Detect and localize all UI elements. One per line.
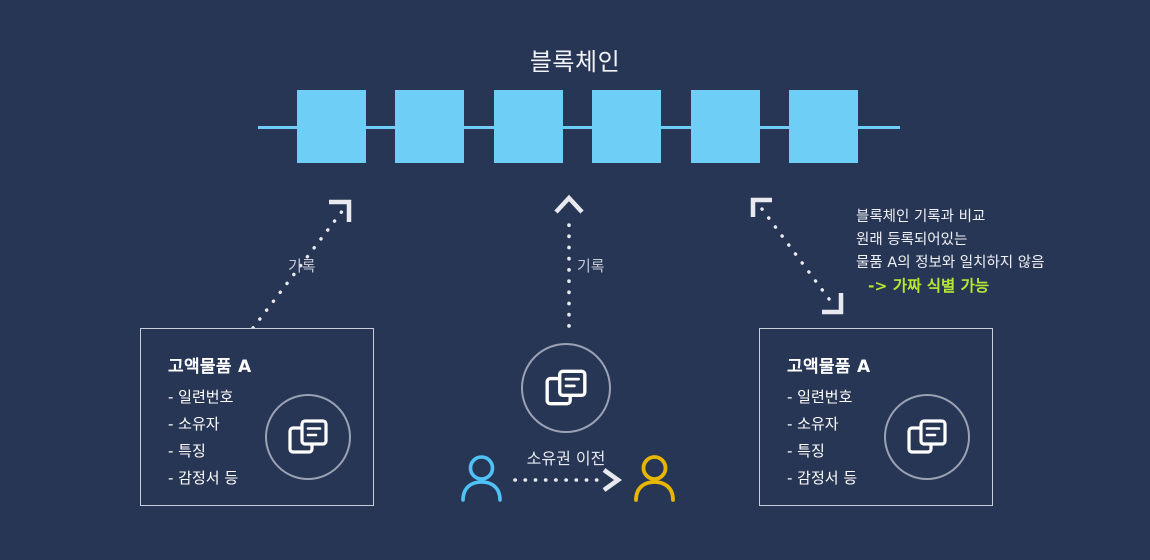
- list-item: - 특징: [168, 442, 206, 460]
- blockchain-title: 블록체인: [529, 48, 621, 76]
- note-line-1: 블록체인 기록과 비교: [856, 209, 986, 225]
- left-card-icon-wrap: [265, 394, 351, 480]
- left-record-label: 기록: [288, 257, 316, 275]
- ownership-transfer-label: 소유권 이전: [526, 449, 606, 468]
- block-2: [395, 90, 464, 163]
- left-item-card: 고액물품 A - 일련번호 - 소유자 - 특징 - 감정서 등: [140, 328, 374, 506]
- list-item: - 일련번호: [787, 388, 853, 406]
- block-5: [691, 90, 760, 163]
- right-card-title: 고액물품 A: [787, 357, 871, 377]
- block-6: [789, 90, 858, 163]
- list-item: - 소유자: [168, 415, 220, 433]
- document-copy-icon: [265, 394, 351, 480]
- block-4: [592, 90, 661, 163]
- person-icon: [634, 455, 675, 502]
- right-item-card: 고액물품 A - 일련번호 - 소유자 - 특징 - 감정서 등: [759, 328, 993, 506]
- middle-record-label: 기록: [577, 257, 605, 275]
- left-card-list: - 일련번호 - 소유자 - 특징 - 감정서 등: [168, 384, 238, 492]
- right-card-icon-wrap: [884, 394, 970, 480]
- block-1: [297, 90, 366, 163]
- note-line-2: 원래 등록되어있는: [856, 232, 968, 248]
- document-copy-glyph: [907, 419, 947, 454]
- transfer-dotted-arrow: [513, 468, 622, 492]
- document-copy-icon: [521, 343, 611, 433]
- document-copy-icon: [884, 394, 970, 480]
- right-card-list: - 일련번호 - 소유자 - 특징 - 감정서 등: [787, 384, 857, 492]
- left-card-title: 고액물품 A: [168, 357, 252, 377]
- left-record-arrow: [251, 199, 352, 330]
- person-icon: [461, 455, 502, 502]
- list-item: - 특징: [787, 442, 825, 460]
- list-item: - 소유자: [787, 415, 839, 433]
- list-item: - 감정서 등: [787, 469, 858, 487]
- list-item: - 감정서 등: [168, 469, 239, 487]
- comparison-arrow: [750, 197, 844, 315]
- middle-icon-wrap: [521, 343, 611, 433]
- blockchain-strip: [258, 90, 900, 166]
- document-copy-glyph: [545, 369, 587, 406]
- note-line-3: 물품 A의 정보와 일치하지 않음: [856, 255, 1045, 271]
- list-item: - 일련번호: [168, 388, 234, 406]
- note-conclusion: -> 가짜 식별 가능: [868, 277, 990, 295]
- chain-connector-line: [258, 126, 900, 129]
- block-3: [494, 90, 563, 163]
- verification-note: 블록체인 기록과 비교 원래 등록되어있는 물품 A의 정보와 일치하지 않음 …: [856, 206, 1044, 299]
- middle-record-arrow: [554, 194, 584, 328]
- document-copy-glyph: [288, 419, 328, 454]
